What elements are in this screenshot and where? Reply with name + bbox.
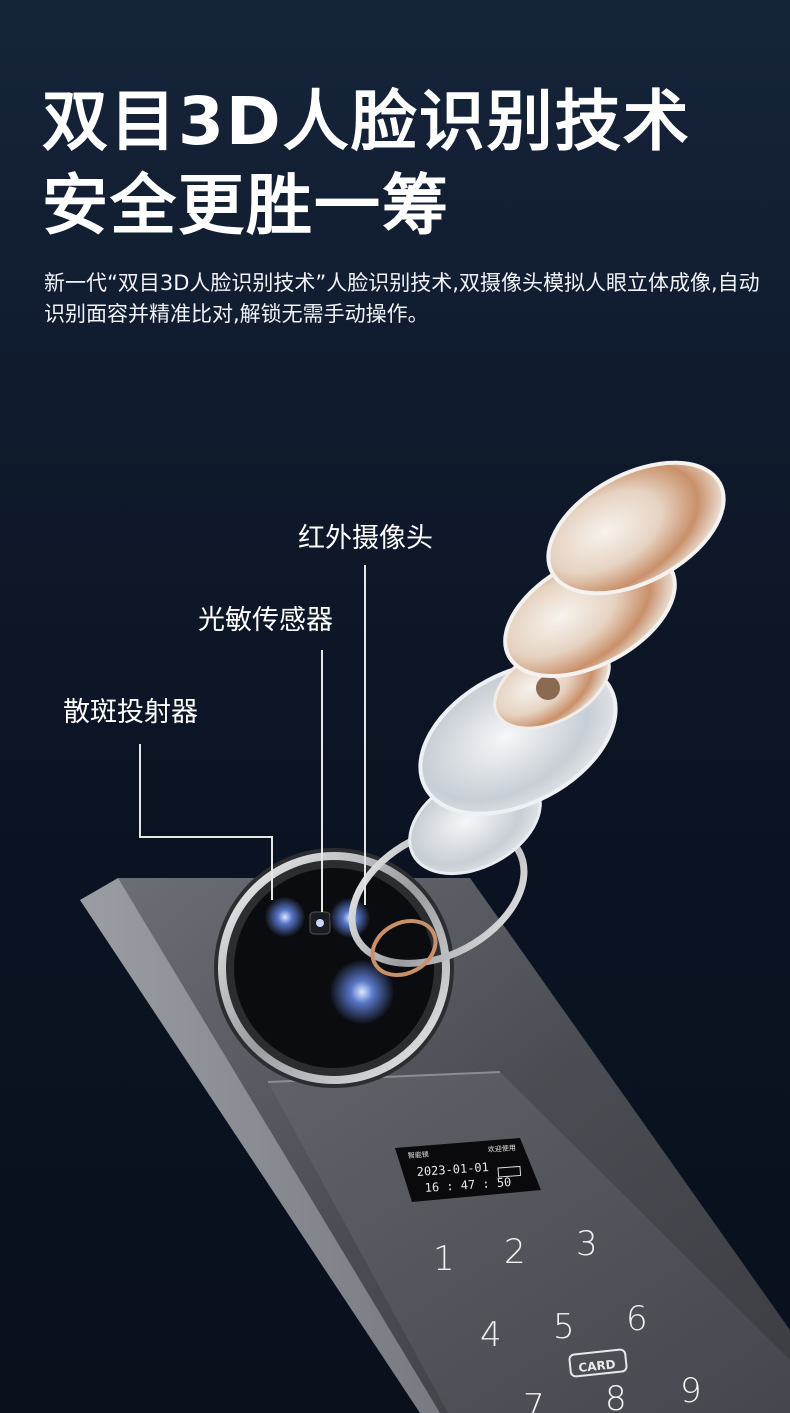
- key-2[interactable]: 2: [504, 1232, 526, 1272]
- headline-line-2: 安全更胜一筹: [42, 167, 450, 244]
- display-date: 2023-01-01: [416, 1160, 489, 1179]
- headline: 双目3D人脸识别技术 安全更胜一筹: [42, 80, 691, 248]
- headline-line-1: 双目3D人脸识别技术: [42, 83, 691, 160]
- callout-lines: [139, 565, 366, 912]
- key-8[interactable]: 8: [605, 1379, 627, 1413]
- key-7[interactable]: 7: [523, 1387, 545, 1413]
- description: 新一代“双目3D人脸识别技术”人脸识别技术,双摄像头模拟人眼立体成像,自动识别面…: [44, 271, 760, 326]
- keypad: 1 2 3 4 5 6 CARD 7 8 9: [433, 1224, 702, 1413]
- key-6[interactable]: 6: [626, 1299, 648, 1339]
- exploded-lens-stack: [348, 460, 726, 977]
- lock-display: 智能锁 欢迎使用 2023-01-01 16 : 47 : 50: [395, 1138, 541, 1202]
- display-top-left: 智能锁: [408, 1150, 430, 1160]
- card-label: CARD: [578, 1357, 617, 1375]
- display-top-right: 欢迎使用: [488, 1143, 517, 1154]
- battery-icon: [497, 1165, 522, 1178]
- key-9[interactable]: 9: [680, 1371, 702, 1411]
- key-3[interactable]: 3: [576, 1224, 598, 1264]
- main-camera-lens: [330, 960, 394, 1024]
- display-time: 16 : 47 : 50: [424, 1175, 511, 1195]
- label-speckle-projector: 散斑投射器: [63, 697, 198, 728]
- speckle-projector-lens: [265, 897, 305, 937]
- callout-line-speckle-projector: [139, 744, 273, 900]
- key-4[interactable]: 4: [480, 1315, 502, 1355]
- label-light-sensor: 光敏传感器: [198, 605, 333, 636]
- key-5[interactable]: 5: [553, 1307, 575, 1347]
- key-1[interactable]: 1: [433, 1239, 455, 1279]
- card-reader-icon[interactable]: CARD: [568, 1348, 628, 1378]
- camera-module: [214, 848, 454, 1088]
- label-infrared-camera: 红外摄像头: [298, 523, 433, 554]
